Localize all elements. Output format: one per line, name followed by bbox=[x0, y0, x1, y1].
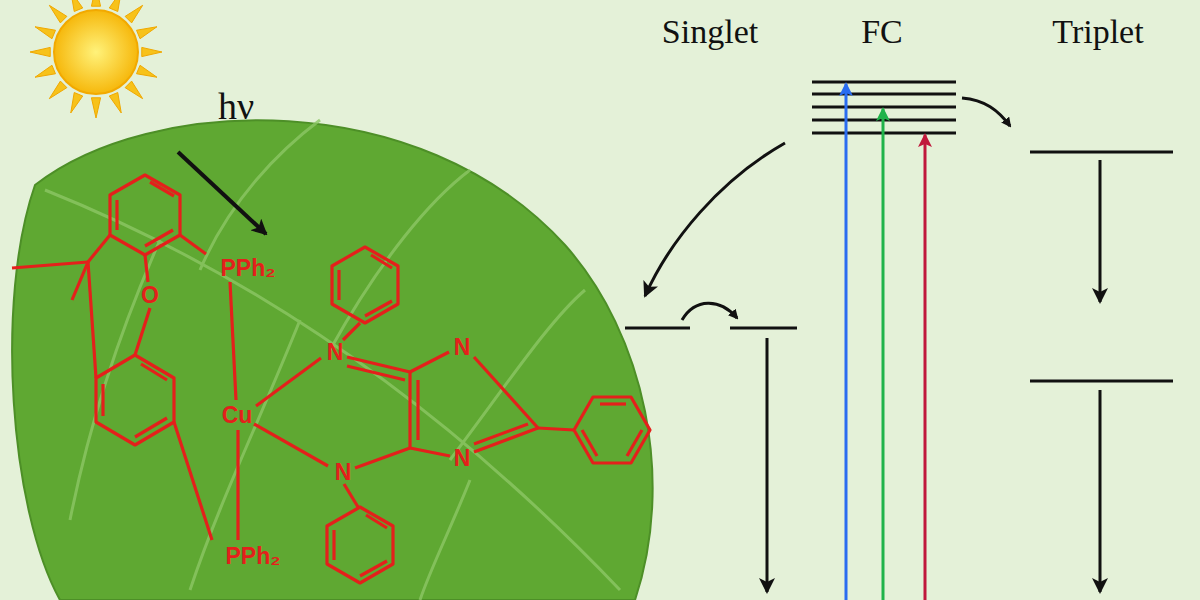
sun-ray bbox=[71, 93, 83, 113]
atom-label: Cu bbox=[222, 404, 253, 427]
sun-ray bbox=[30, 47, 50, 56]
atom-label: N bbox=[335, 461, 352, 484]
sun-ray bbox=[49, 5, 67, 23]
energy-levels bbox=[625, 82, 1173, 381]
atom-label: O bbox=[141, 284, 159, 307]
sun-ray bbox=[109, 93, 121, 113]
sun-ray bbox=[91, 98, 100, 118]
atom-label: N bbox=[454, 447, 471, 470]
sun-ray bbox=[125, 5, 143, 23]
sun-ray bbox=[137, 27, 157, 39]
sun-rays bbox=[30, 0, 162, 118]
sun bbox=[54, 10, 138, 94]
sun-ray bbox=[125, 81, 143, 99]
green-excitation bbox=[882, 109, 885, 600]
sun-ray bbox=[71, 0, 83, 11]
atom-label: N bbox=[454, 336, 471, 359]
atom-label: N bbox=[327, 341, 344, 364]
molecule-bonds bbox=[12, 175, 650, 583]
sun-ray bbox=[109, 0, 121, 11]
relaxation-arrows bbox=[645, 98, 1100, 592]
blue-excitation bbox=[845, 84, 848, 600]
sun-ray bbox=[137, 65, 157, 77]
state-label: FC bbox=[861, 15, 903, 49]
atom-label: PPh₂ bbox=[226, 545, 281, 568]
light-arrow bbox=[178, 152, 266, 234]
sun-ray bbox=[49, 81, 67, 99]
sun-ray bbox=[91, 0, 100, 6]
red-excitation bbox=[924, 135, 927, 600]
sun-ray bbox=[35, 65, 55, 77]
sun-ray bbox=[142, 47, 162, 56]
leaf bbox=[12, 120, 653, 600]
state-label: Triplet bbox=[1052, 15, 1143, 49]
atom-label: PPh₂ bbox=[221, 257, 276, 280]
sun-ray bbox=[35, 27, 55, 39]
state-label: Singlet bbox=[662, 15, 758, 49]
leaf-veins bbox=[45, 120, 620, 600]
light-label: hν bbox=[218, 87, 254, 125]
